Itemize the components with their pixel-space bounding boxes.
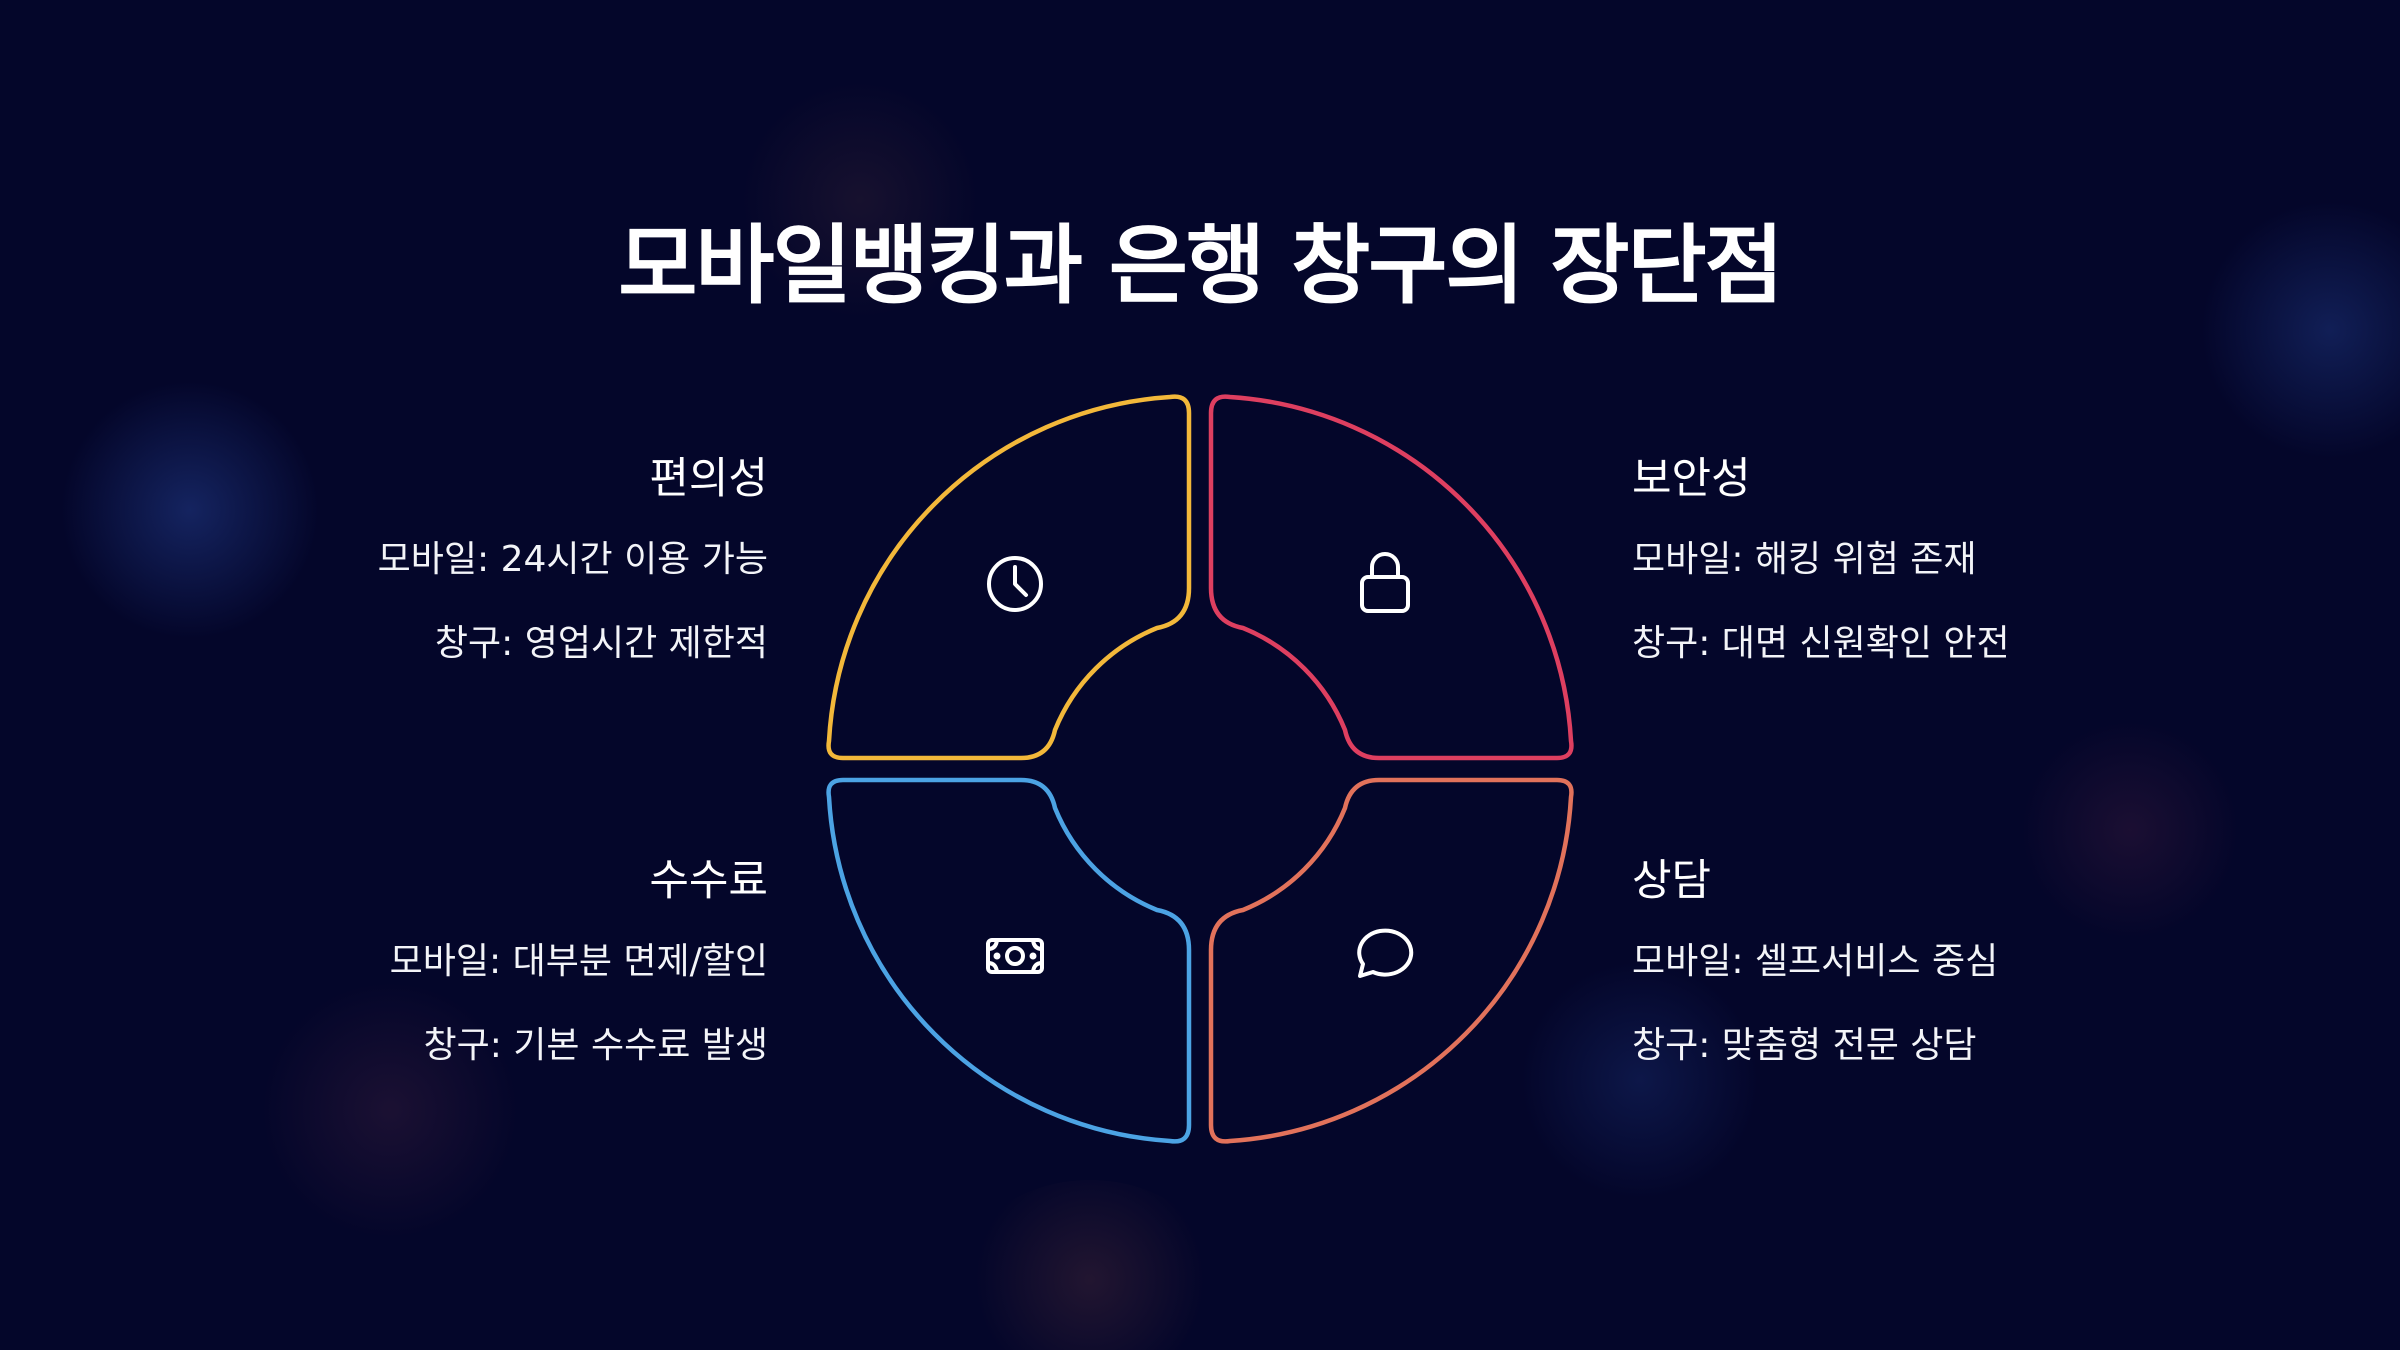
security-mobile-text: 모바일: 해킹 위험 존재 — [1632, 539, 1977, 580]
convenience-heading: 편의성 — [649, 454, 768, 504]
consultation-block: 상담 모바일: 셀프서비스 중심 창구: 맞춤형 전문 상담 — [1632, 852, 1998, 1106]
security-block: 보안성 모바일: 해킹 위험 존재 창구: 대면 신원확인 안전 — [1632, 450, 2010, 704]
consultation-branch-text: 창구: 맞춤형 전문 상담 — [1632, 1025, 1977, 1066]
lock-icon — [1360, 552, 1410, 613]
chat-bubble-icon — [1357, 928, 1414, 978]
security-segment — [1208, 394, 1574, 761]
consultation-mobile-text: 모바일: 셀프서비스 중심 — [1632, 941, 1999, 982]
consultation-heading: 상담 — [1632, 856, 1712, 906]
convenience-branch-text: 창구: 영업시간 제한적 — [434, 623, 768, 664]
convenience-segment — [826, 394, 1192, 761]
consultation-segment — [1208, 777, 1574, 1144]
convenience-block: 편의성 모바일: 24시간 이용 가능 창구: 영업시간 제한적 — [378, 450, 768, 704]
convenience-mobile-text: 모바일: 24시간 이용 가능 — [377, 539, 768, 580]
clock-icon — [987, 556, 1043, 612]
fees-segment — [826, 777, 1192, 1144]
fees-branch-text: 창구: 기본 수수료 발생 — [423, 1025, 768, 1066]
fees-heading: 수수료 — [649, 856, 768, 906]
fees-block: 수수료 모바일: 대부분 면제/할인 창구: 기본 수수료 발생 — [390, 852, 768, 1106]
security-heading: 보안성 — [1632, 454, 1751, 504]
cash-icon — [986, 938, 1044, 974]
fees-mobile-text: 모바일: 대부분 면제/할인 — [389, 941, 768, 982]
slide-title: 모바일뱅킹과 은행 창구의 장단점 — [618, 216, 1784, 316]
security-branch-text: 창구: 대면 신원확인 안전 — [1632, 623, 2010, 664]
